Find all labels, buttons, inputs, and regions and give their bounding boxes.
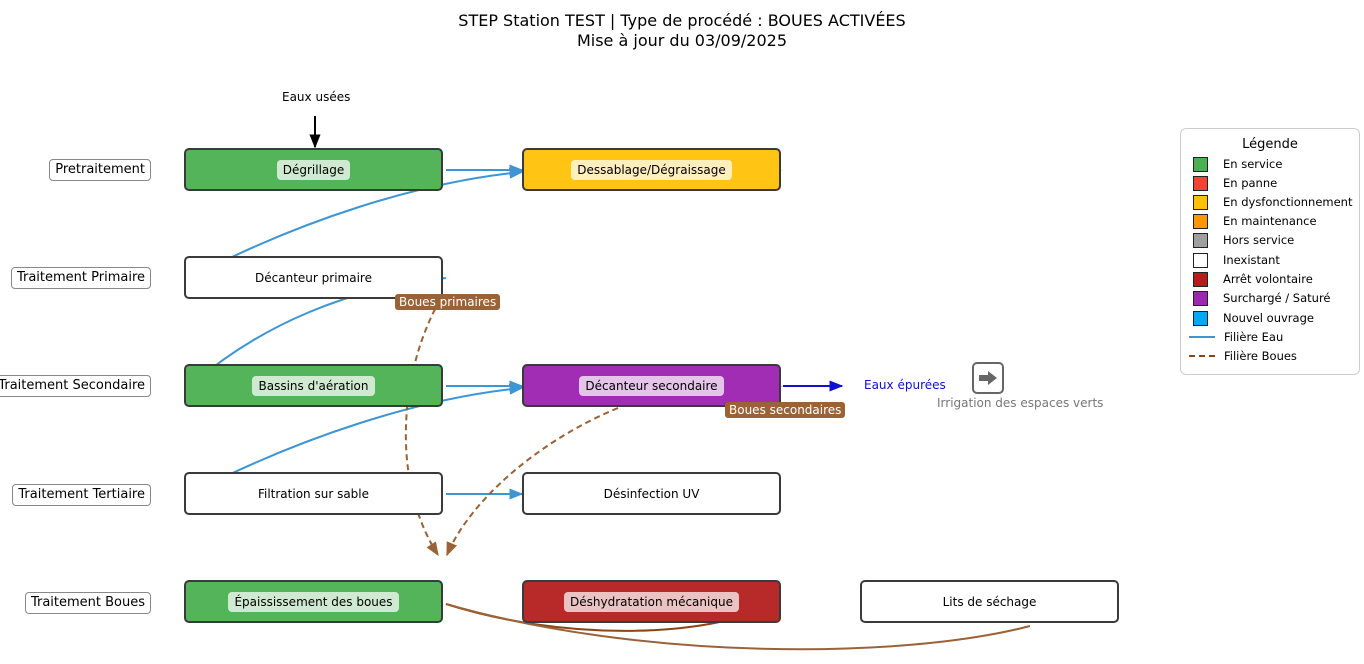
unit-label: Bassins d'aération — [252, 375, 375, 396]
secondary-sludge-tag: Boues secondaires — [725, 402, 846, 418]
unit-decanteur-secondaire[interactable]: Décanteur secondaire — [522, 364, 781, 407]
unit-deshydratation[interactable]: Déshydratation mécanique — [522, 580, 781, 623]
unit-degrillage[interactable]: Dégrillage — [184, 148, 443, 191]
inlet-label: Eaux usées — [282, 90, 351, 104]
legend-item-en-panne: En panne — [1193, 174, 1277, 192]
legend-swatch — [1193, 213, 1208, 229]
legend-swatch — [1193, 232, 1208, 248]
legend-swatch — [1193, 271, 1208, 287]
unit-epaississement[interactable]: Épaississement des boues — [184, 580, 443, 623]
outlet-label: Eaux épurées — [864, 378, 946, 392]
diagram-title: STEP Station TEST | Type de procédé : BO… — [458, 11, 906, 30]
arrow-right-icon — [972, 362, 1004, 394]
sludge-link-primary — [404, 299, 441, 557]
unit-bassins-aeration[interactable]: Bassins d'aération — [184, 364, 443, 407]
legend-swatch — [1193, 194, 1208, 210]
legend-line-solid — [1189, 336, 1215, 338]
reuse-label: Irrigation des espaces verts — [937, 396, 1104, 410]
legend-label: Filière Boues — [1224, 349, 1297, 363]
unit-label: Décanteur primaire — [255, 270, 372, 285]
legend-line-dashed — [1189, 355, 1215, 357]
legend-swatch — [1193, 252, 1208, 268]
stage-label-tertiaire: Traitement Tertiaire — [12, 484, 151, 506]
legend-item-filiere-boues: Filière Boues — [1189, 347, 1297, 365]
sludge-link-secondary — [446, 407, 619, 557]
legend-label: En service — [1223, 157, 1283, 171]
legend-label: En dysfonctionnement — [1223, 195, 1353, 209]
legend-label: Inexistant — [1223, 253, 1280, 267]
legend-item-en-dysfonctionnement: En dysfonctionnement — [1193, 193, 1352, 211]
legend-item-inexistant: Inexistant — [1193, 251, 1280, 269]
legend-swatch — [1193, 156, 1208, 172]
legend-item-en-service: En service — [1193, 155, 1282, 173]
legend-label: En maintenance — [1223, 214, 1317, 228]
legend-label: Arrêt volontaire — [1223, 272, 1313, 286]
unit-label: Filtration sur sable — [257, 486, 370, 501]
primary-sludge-tag: Boues primaires — [395, 294, 501, 310]
legend-label: Nouvel ouvrage — [1223, 311, 1314, 325]
unit-label: Épaississement des boues — [228, 591, 399, 612]
stage-label-secondaire: Traitement Secondaire — [0, 375, 151, 397]
diagram-subtitle: Mise à jour du 03/09/2025 — [576, 31, 788, 50]
unit-decanteur-primaire[interactable]: Décanteur primaire — [184, 256, 443, 299]
legend-item-arret-volontaire: Arrêt volontaire — [1193, 270, 1313, 288]
unit-label: Décanteur secondaire — [579, 375, 724, 396]
unit-label: Dessablage/Dégraissage — [571, 159, 732, 180]
legend-label: En panne — [1223, 176, 1278, 190]
unit-label: Désinfection UV — [603, 486, 700, 501]
unit-label: Lits de séchage — [942, 594, 1037, 609]
sludge-link-thickening-drying — [445, 603, 1031, 651]
legend-label: Hors service — [1223, 233, 1295, 247]
stage-label-primaire: Traitement Primaire — [10, 267, 151, 289]
legend-item-filiere-eau: Filière Eau — [1189, 328, 1283, 346]
unit-desinfection-uv[interactable]: Désinfection UV — [522, 472, 781, 515]
legend: Légende En service En panne En dysfoncti… — [1180, 128, 1360, 375]
legend-item-nouvel-ouvrage: Nouvel ouvrage — [1193, 309, 1314, 327]
stage-label-pretraitement: Pretraitement — [49, 159, 151, 181]
legend-swatch — [1193, 310, 1208, 326]
legend-swatch — [1193, 290, 1208, 306]
legend-item-hors-service: Hors service — [1193, 231, 1294, 249]
stage-label-boues: Traitement Boues — [24, 592, 151, 614]
unit-filtration-sable[interactable]: Filtration sur sable — [184, 472, 443, 515]
legend-item-en-maintenance: En maintenance — [1193, 212, 1317, 230]
unit-label: Dégrillage — [276, 159, 351, 180]
unit-lits-sechage[interactable]: Lits de séchage — [860, 580, 1119, 623]
legend-title: Légende — [1242, 137, 1298, 152]
legend-label: Filière Eau — [1224, 330, 1284, 344]
unit-dessablage[interactable]: Dessablage/Dégraissage — [522, 148, 781, 191]
legend-label: Surchargé / Saturé — [1223, 291, 1331, 305]
legend-swatch — [1193, 175, 1208, 191]
unit-label: Déshydratation mécanique — [564, 591, 739, 612]
legend-item-surcharge: Surchargé / Saturé — [1193, 289, 1331, 307]
